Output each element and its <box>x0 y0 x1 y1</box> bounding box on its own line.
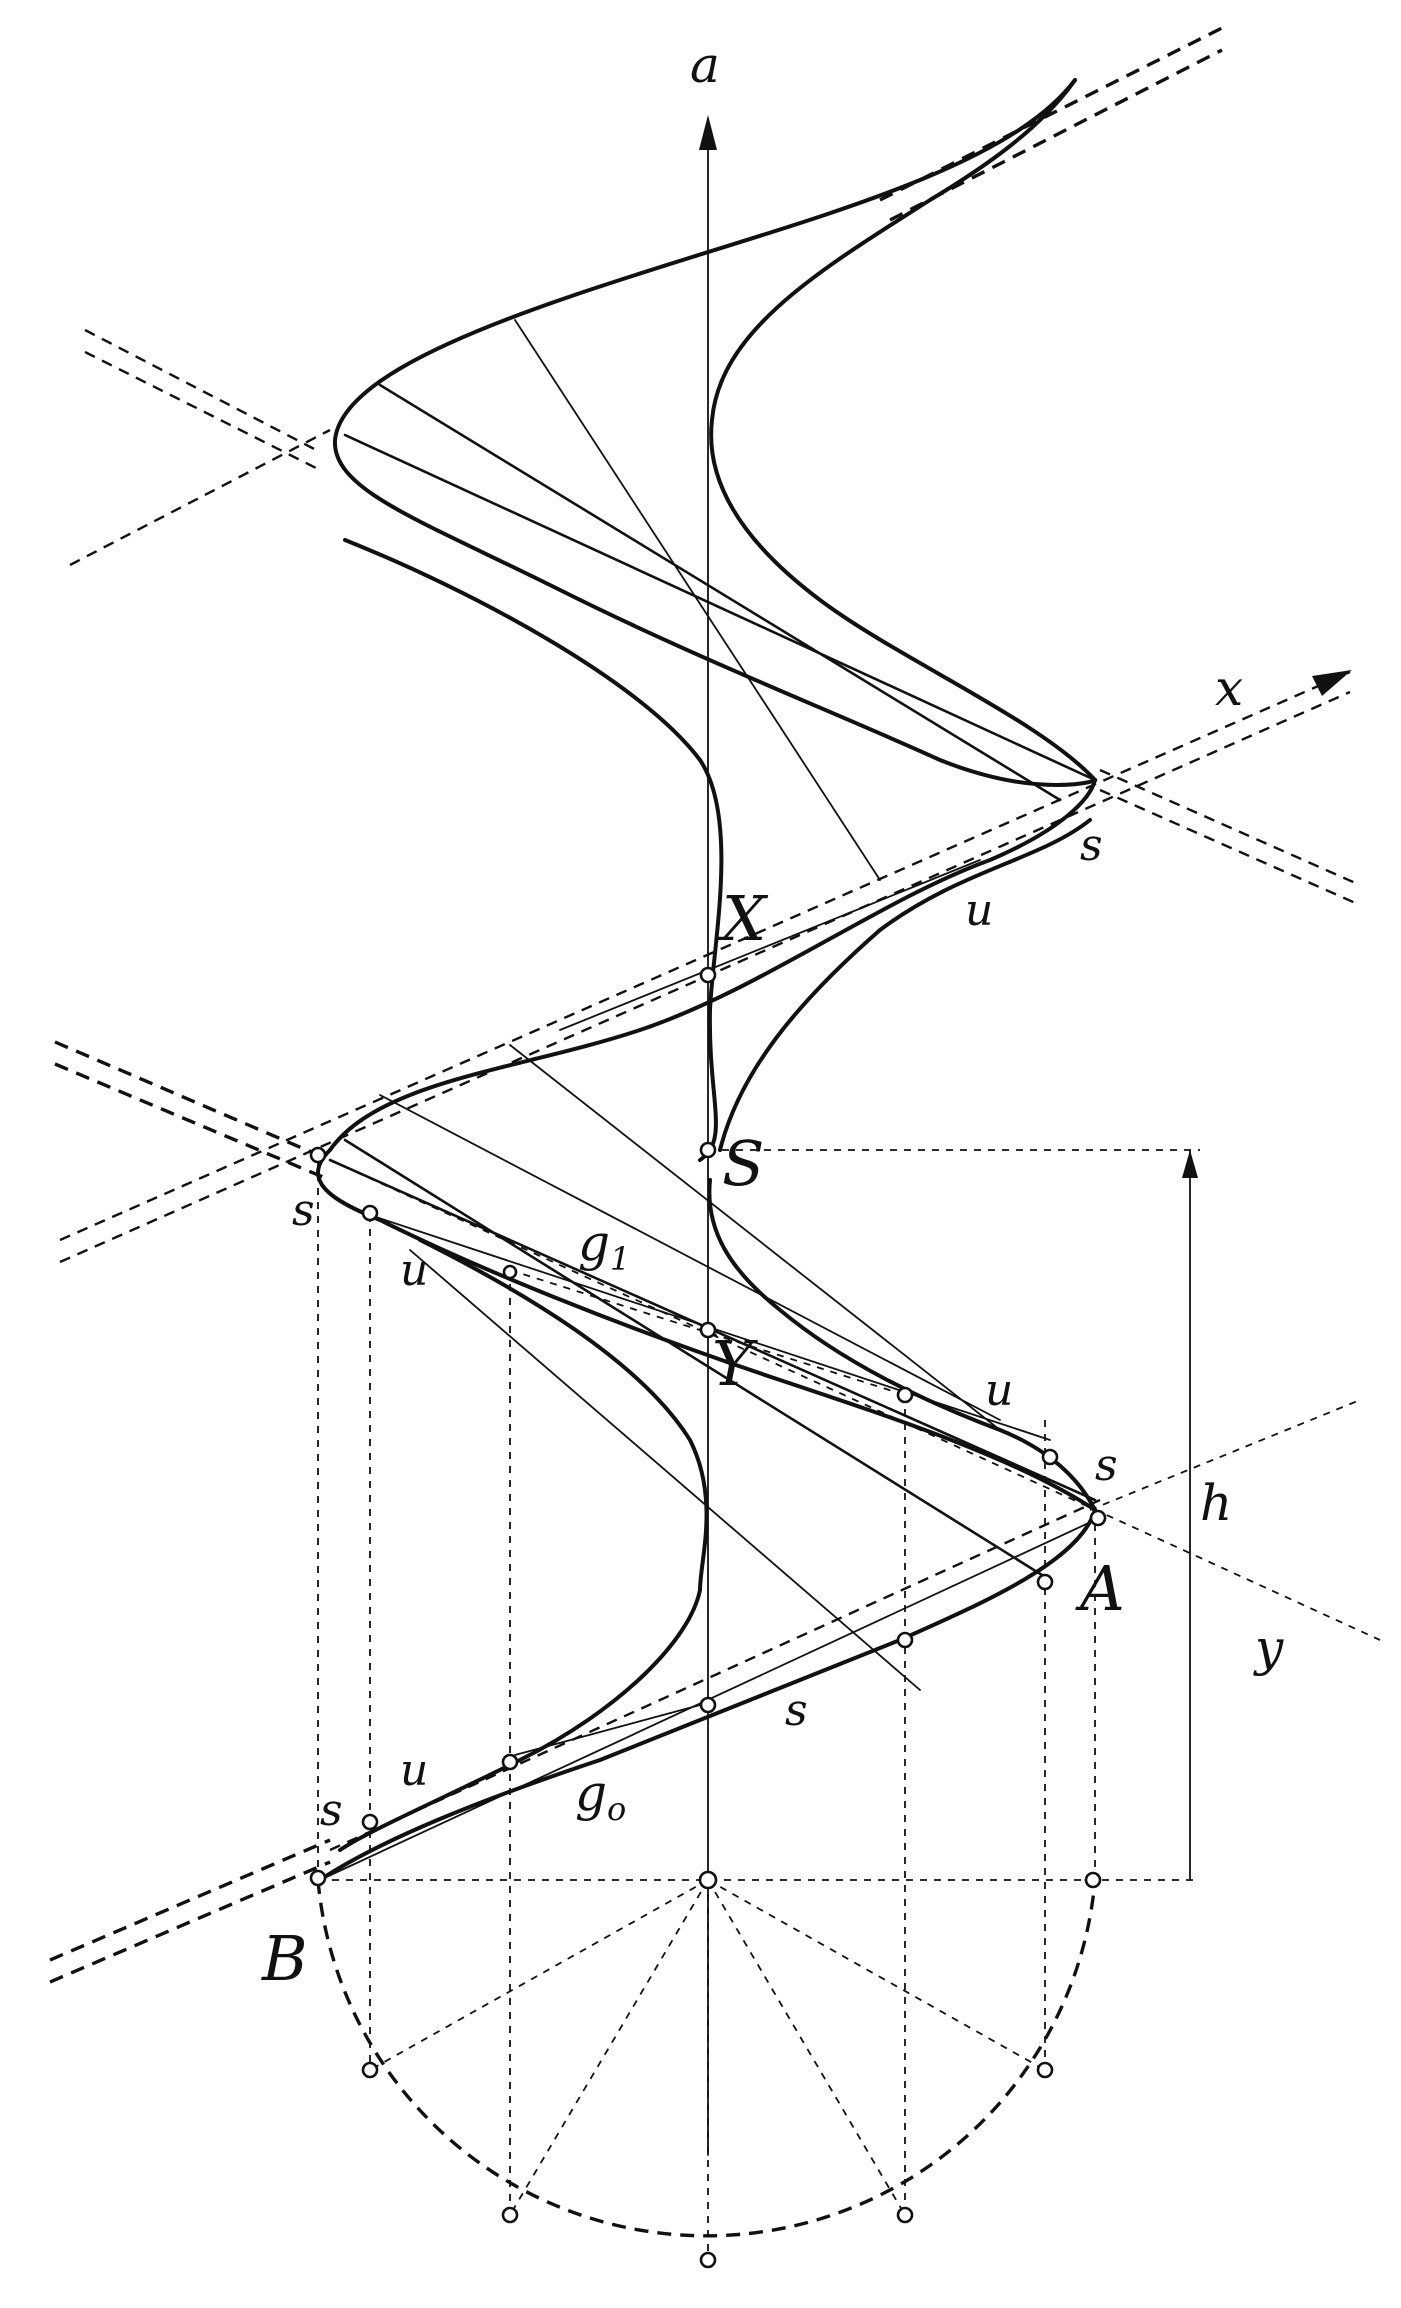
label-y: y <box>1253 1619 1284 1677</box>
label-X: X <box>718 882 769 955</box>
labels: a x X S Y A B h y g1 go s u s u u s s u … <box>261 36 1284 1995</box>
label-s-upper-right: s <box>1080 820 1103 871</box>
label-a: a <box>690 36 720 94</box>
helicoid-outline <box>316 78 1098 1882</box>
projection-lines <box>317 1149 1200 2260</box>
label-g1: g1 <box>578 1214 630 1278</box>
label-s-left-middle: s <box>292 1185 315 1236</box>
label-s-lower-left: s <box>320 1785 343 1836</box>
ground-semicircle <box>316 1879 1097 2238</box>
label-u-right-middle: u <box>985 1365 1013 1416</box>
label-A: A <box>1075 1552 1125 1625</box>
dashed-boundary-lines <box>49 26 1381 1984</box>
label-h: h <box>1200 1474 1232 1532</box>
label-u-lower-left: u <box>400 1745 428 1796</box>
construction-points <box>309 966 1107 2269</box>
label-Y: Y <box>712 1327 758 1400</box>
label-B: B <box>261 1922 308 1995</box>
label-g0: go <box>575 1764 626 1828</box>
label-u-left-middle: u <box>400 1245 428 1296</box>
label-x: x <box>1215 659 1243 717</box>
height-dimension <box>1182 1149 1198 1881</box>
label-u-upper-right: u <box>965 885 993 936</box>
label-s-right-middle: s <box>1095 1440 1118 1491</box>
label-S: S <box>722 1127 764 1200</box>
label-s-lower-axis: s <box>785 1685 808 1736</box>
